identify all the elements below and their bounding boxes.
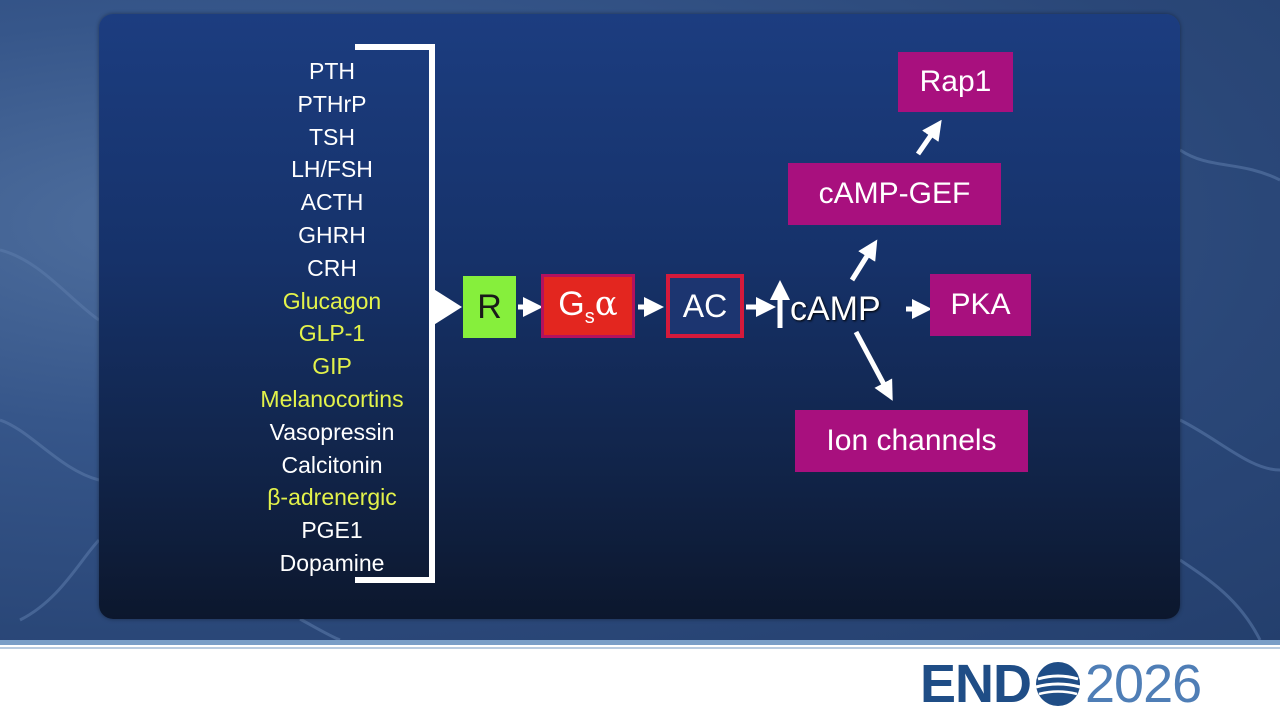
ion-channels-box: Ion channels (795, 410, 1028, 472)
ligand-item: Calcitonin (281, 451, 383, 478)
ligand-item: GLP-1 (298, 320, 366, 347)
receptor-box: R (463, 276, 516, 338)
globe-icon (1035, 662, 1081, 706)
pathway-arrows (355, 44, 942, 583)
endo-logo: END 2026 (920, 654, 1202, 714)
ligand-item: Glucagon (282, 287, 382, 314)
ligand-item: Vasopressin (269, 418, 395, 445)
ligand-bracket (355, 44, 435, 583)
ligand-item: PGE1 (301, 517, 363, 544)
rap1-box: Rap1 (898, 52, 1013, 112)
bracket-arrowhead (432, 288, 462, 326)
gprotein-label: Gsα (558, 283, 618, 328)
ligand-item: PTH (309, 58, 355, 84)
ligand-item: CRH (307, 254, 357, 281)
neuron-background-art (0, 148, 1280, 640)
footer-rule-thin (0, 647, 1280, 649)
ligand-item: TSH (309, 123, 355, 150)
ligand-item: Dopamine (279, 550, 385, 576)
ligand-item: β-adrenergic (267, 484, 397, 511)
logo-end-text: END (920, 654, 1032, 714)
gprotein-box: Gsα (541, 274, 635, 338)
ligand-item: ACTH (300, 189, 364, 216)
camp-gef-box: cAMP-GEF (788, 163, 1001, 225)
ac-box: AC (666, 274, 744, 338)
ligand-item: PTHrP (297, 90, 367, 117)
ligand-item: Melanocortins (260, 386, 404, 412)
ligand-item: GHRH (298, 222, 366, 248)
logo-year-text: 2026 (1085, 654, 1202, 714)
ligand-item: LH/FSH (291, 156, 373, 183)
ligand-item: GIP (312, 353, 352, 380)
arrow-camp-gef (849, 239, 878, 282)
ac-label: AC (682, 287, 728, 324)
footer-rule (0, 640, 1280, 645)
pka-box: PKA (930, 274, 1031, 336)
camp-label: cAMP (790, 290, 881, 328)
receptor-label: R (477, 287, 502, 326)
arrow-gef-rap1 (915, 119, 942, 156)
arrow-camp-ion (853, 330, 893, 401)
